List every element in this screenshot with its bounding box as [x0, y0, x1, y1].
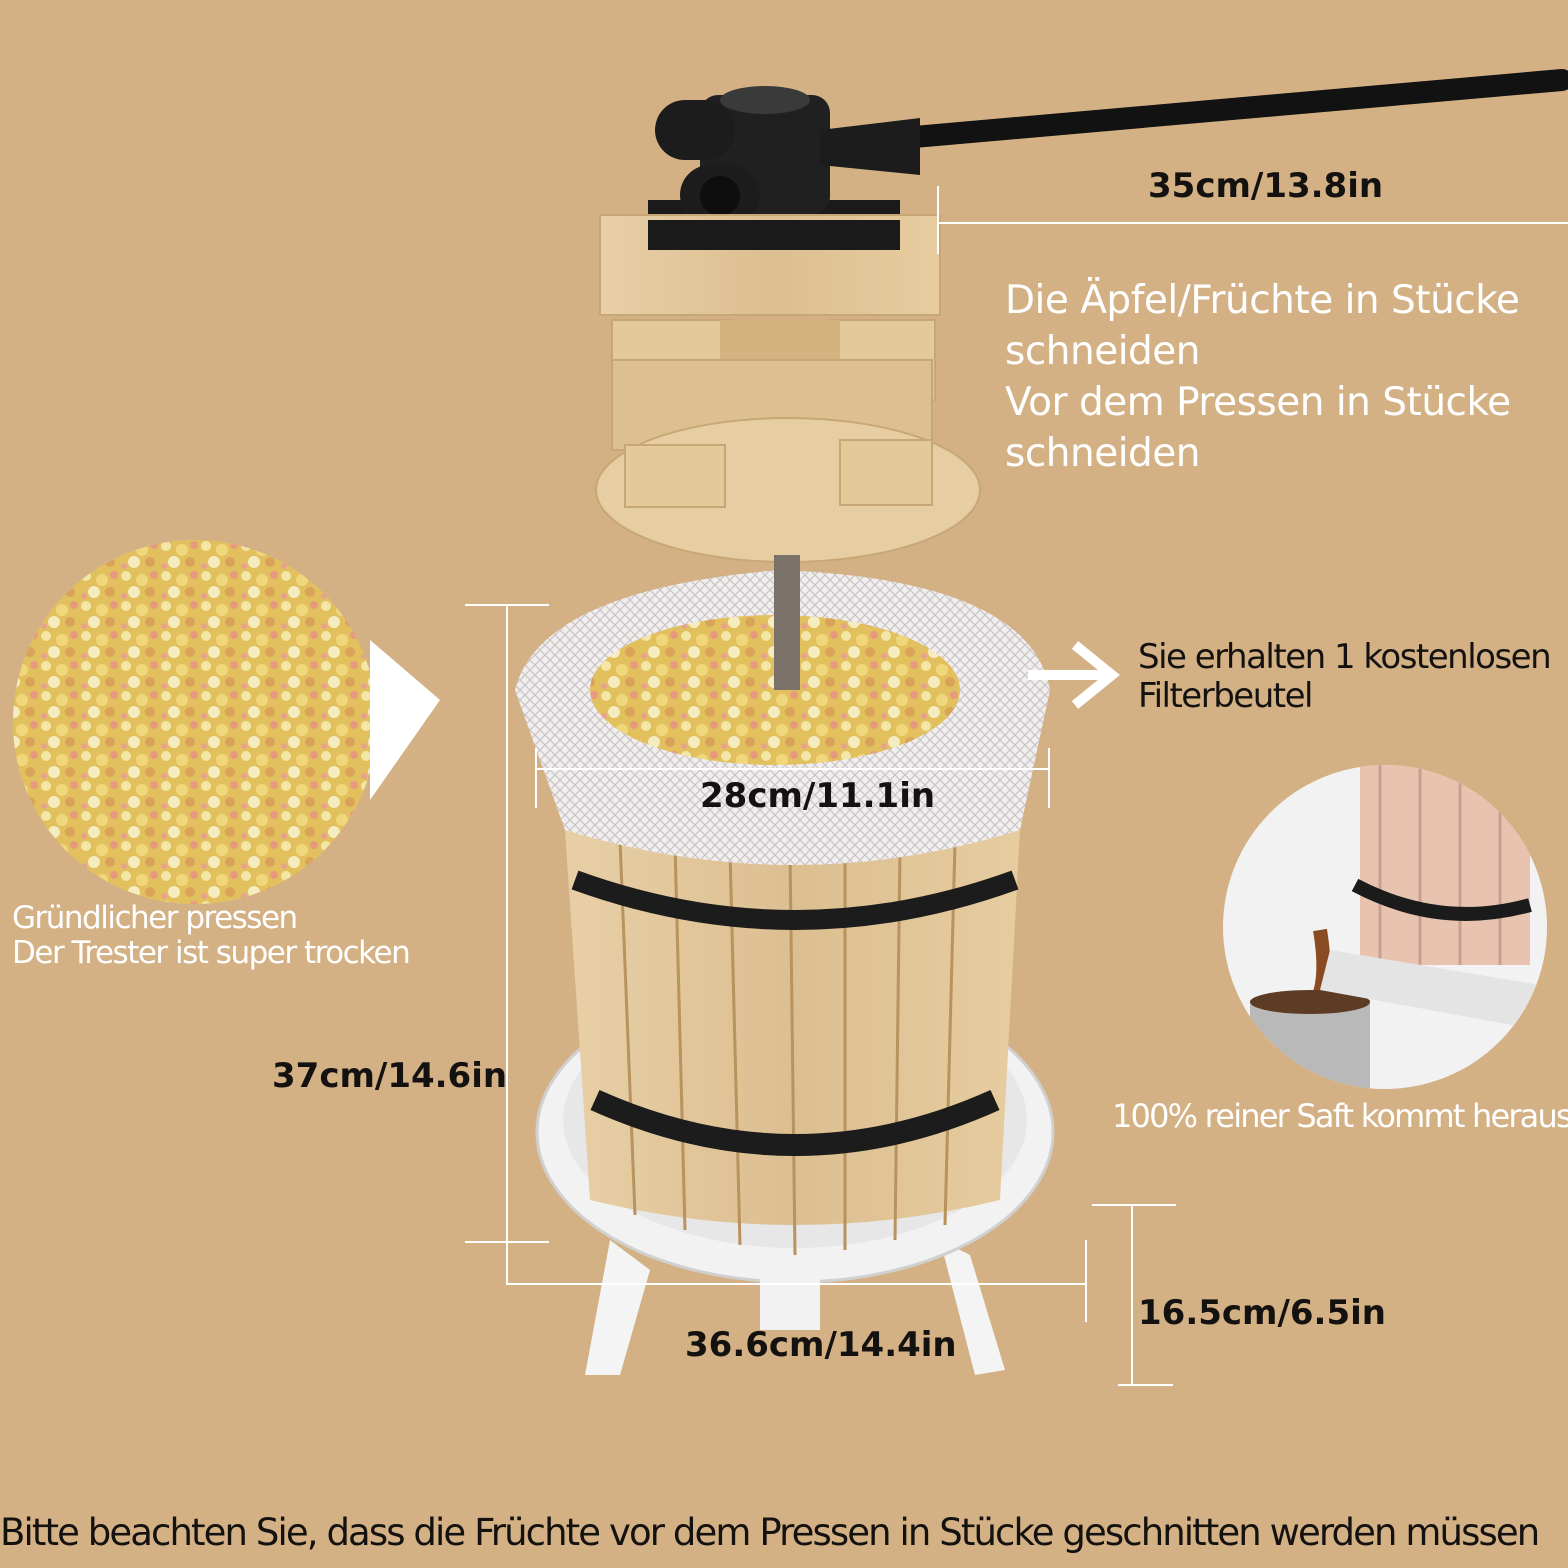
- cut-note-line2: schneiden: [1005, 329, 1201, 374]
- leg-dimension-top: [1092, 1204, 1176, 1206]
- barrel-diameter-label: 28cm/11.1in: [700, 776, 936, 816]
- filter-note-line1: Sie erhalten 1 kostenlosen: [1138, 637, 1552, 677]
- cut-note-line1: Die Äpfel/Früchte in Stücke: [1005, 278, 1520, 323]
- handle-dimension-tick: [937, 186, 939, 254]
- wooden-barrel: [565, 830, 1020, 1256]
- handle-dimension-line: [938, 222, 1568, 224]
- press-note-line1: Gründlicher pressen: [12, 900, 298, 936]
- height-dimension-bottom: [465, 1241, 549, 1243]
- juice-detail-image: [1223, 765, 1547, 1089]
- filter-note: Sie erhalten 1 kostenlosen Filterbeutel: [1138, 637, 1552, 716]
- barrel-dimension-left: [535, 748, 537, 808]
- leg-dimension-bottom: [1118, 1384, 1173, 1386]
- press-note: Gründlicher pressen Der Trester ist supe…: [12, 900, 411, 971]
- wooden-pressure-blocks: [595, 214, 981, 563]
- juice-note: 100% reiner Saft kommt heraus: [1112, 1097, 1568, 1135]
- leg-dimension-line: [1131, 1205, 1133, 1385]
- pulp-detail-image: [13, 540, 377, 904]
- base-width-label: 36.6cm/14.4in: [685, 1325, 957, 1365]
- press-note-line2: Der Trester ist super trocken: [12, 935, 411, 971]
- base-dimension-right: [1085, 1240, 1087, 1322]
- cut-note-line4: schneiden: [1005, 431, 1201, 476]
- cut-note: Die Äpfel/Früchte in Stücke schneiden Vo…: [1005, 275, 1520, 479]
- callout-triangle-icon: [370, 640, 440, 800]
- cut-note-line3: Vor dem Pressen in Stücke: [1005, 380, 1511, 425]
- height-dimension-top: [465, 604, 549, 606]
- total-height-label: 37cm/14.6in: [272, 1056, 508, 1096]
- height-dimension-line: [506, 605, 508, 1285]
- footer-note: Bitte beachten Sie, dass die Früchte vor…: [0, 1511, 1540, 1554]
- barrel-dimension-line: [535, 768, 1050, 770]
- leg-height-label: 16.5cm/6.5in: [1138, 1293, 1386, 1333]
- barrel-dimension-right: [1048, 748, 1050, 808]
- handle-width-label: 35cm/13.8in: [1148, 166, 1384, 206]
- filter-note-line2: Filterbeutel: [1138, 676, 1313, 716]
- base-dimension-line: [506, 1283, 1086, 1285]
